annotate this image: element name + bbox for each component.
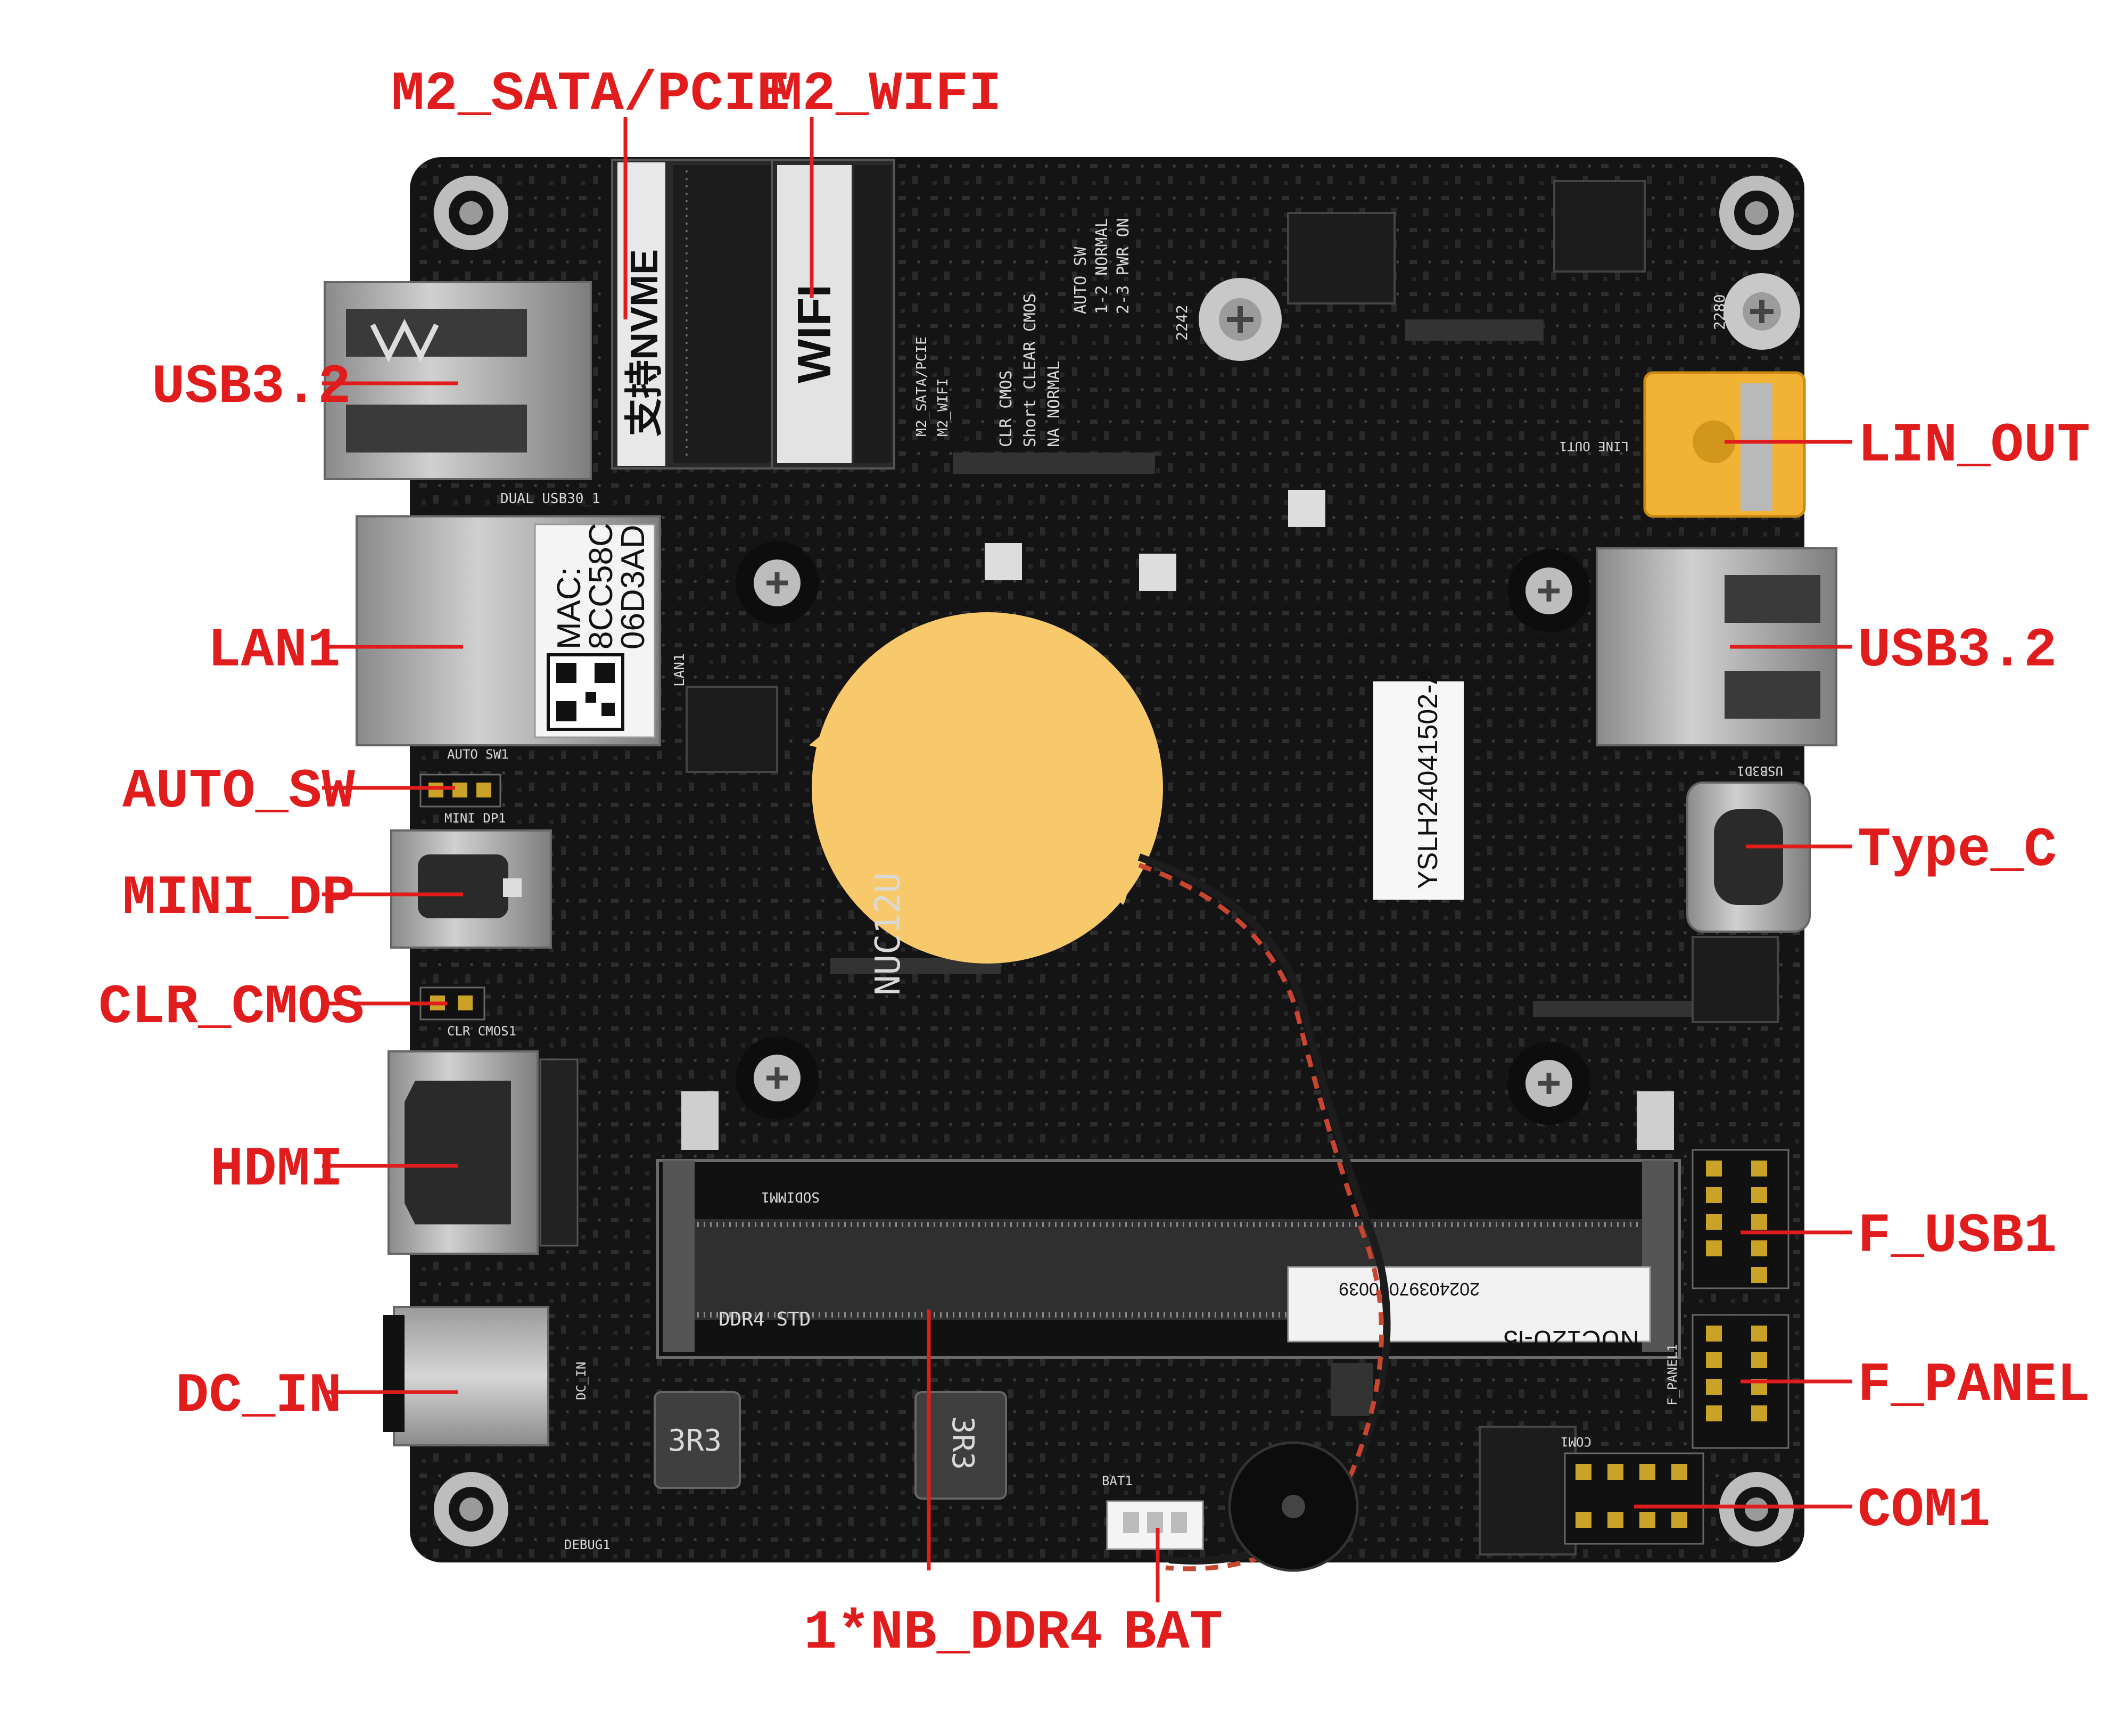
silk-clr-table-1: CLR CMOS [997,371,1016,448]
cmos-coin-battery [809,612,1163,964]
f-usb1-header[interactable] [1692,1149,1789,1289]
callout-bat: BAT [1123,1602,1223,1665]
dc-in-jack[interactable] [383,1306,549,1446]
buzzer [1228,1441,1359,1572]
silk-line-out: LINE OUT1 [1560,439,1629,454]
silk-bat: BAT1 [1102,1474,1133,1488]
qr-code [547,653,624,731]
callout-clr-cmos: CLR_CMOS [98,976,364,1039]
type-c-port[interactable] [1686,781,1811,933]
callout-leaders [322,117,1852,1602]
dimm-sticker-serial: 20240397000039 [1339,1279,1480,1299]
standoff-screws [736,273,1800,1125]
callout-m2-sata: M2_SATA/PCIE [391,63,790,126]
ddr4-slot-text: DDR4 STD [719,1309,811,1330]
wifi-sticker-text: WIFI [788,284,840,383]
mounting-holes [434,176,1794,1546]
silk-auto-table-1: AUTO SW [1071,246,1090,314]
silk-clr-cmos: CLR CMOS1 [447,1024,516,1039]
callout-usb32-right: USB3.2 [1858,620,2057,682]
callout-hdmi: HDMI [210,1139,343,1202]
battery-cable [1137,853,1391,1565]
silk-m2: M2_SATA/PCIE [914,336,930,437]
callout-f-usb1: F_USB1 [1858,1205,2057,1268]
dimm-sticker-model: NUC12U-i5 [1503,1325,1639,1355]
callout-m2-wifi: M2_WIFI [769,63,1002,126]
silk-auto-sw: AUTO SW1 [447,747,509,762]
jumper-tables: M2_SATA/PCIE M2_WIFI CLR CMOS Short CLEA… [914,218,1728,447]
serial-sticker-text: YSLH24041502-A [1413,665,1444,889]
lan1-port[interactable] [356,515,661,746]
silk-auto-table-2: 1-2 NORMAL [1093,218,1111,314]
usb32-left-port[interactable] [324,281,592,480]
auto-sw-jumper[interactable] [419,774,501,808]
callout-lin-out: LIN_OUT [1858,415,2090,478]
silk-clr-table-3: NA NORMAL [1045,360,1063,447]
callout-type-c: Type_C [1858,819,2057,882]
inductors [654,1391,1007,1500]
bat-connector[interactable] [1106,1500,1204,1550]
callout-auto-sw: AUTO_SW [122,761,355,824]
silk-com1: COM1 [1561,1434,1591,1449]
line-out-jack[interactable] [1643,371,1806,518]
nvme-sticker-text: 支持NVME [623,249,666,437]
mini-dp-port[interactable] [390,829,552,949]
hdmi-port[interactable] [387,1050,579,1255]
dimm-sticker [1287,1266,1651,1343]
silk-auto-table-3: 2-3 PWR ON [1114,218,1133,314]
serial-sticker [1373,681,1464,900]
silk-m2-wifi: M2_WIFI [935,378,951,437]
mac-line2: 8CC58C [583,523,620,649]
silk-f-panel: F_PANEL1 [1665,1344,1680,1405]
silk-usb3d1: USB3D1 [1737,763,1783,778]
callout-lan1: LAN1 [208,620,341,682]
callout-mini-dp: MINI_DP [122,867,355,930]
inductor-2-label: 3R3 [945,1416,980,1470]
silk-2280: 2280 [1711,294,1728,330]
mac-line1: MAC: [551,567,588,649]
callout-f-panel: F_PANEL [1858,1354,2090,1417]
m2-wifi-slot[interactable] [771,159,895,470]
silk-clr-table-2: Short CLEAR CMOS [1021,293,1040,447]
callout-ddr4: 1*NB_DDR4 [804,1602,1103,1665]
callout-com1: COM1 [1858,1479,1991,1542]
silk-sodimm: SODIMM1 [761,1189,820,1205]
silk-lan: LAN1 [672,653,688,687]
silk-dual-usb: DUAL USB30_1 [500,491,600,507]
silk-debug: DEBUG1 [564,1537,611,1552]
silk-dc-in: DC_IN [574,1362,589,1400]
callout-dc-in: DC_IN [176,1365,342,1428]
silk-2242: 2242 [1173,305,1191,341]
board-model-silk: NUC12U [869,873,908,995]
smd-components [686,180,1779,1556]
callout-usb32-left: USB3.2 [152,356,351,419]
com1-header[interactable] [1564,1452,1704,1545]
silk-mini-dp: MINI DP1 [444,811,506,826]
inductor-1-label: 3R3 [668,1424,722,1458]
mac-line3: 06D3AD [615,525,651,649]
